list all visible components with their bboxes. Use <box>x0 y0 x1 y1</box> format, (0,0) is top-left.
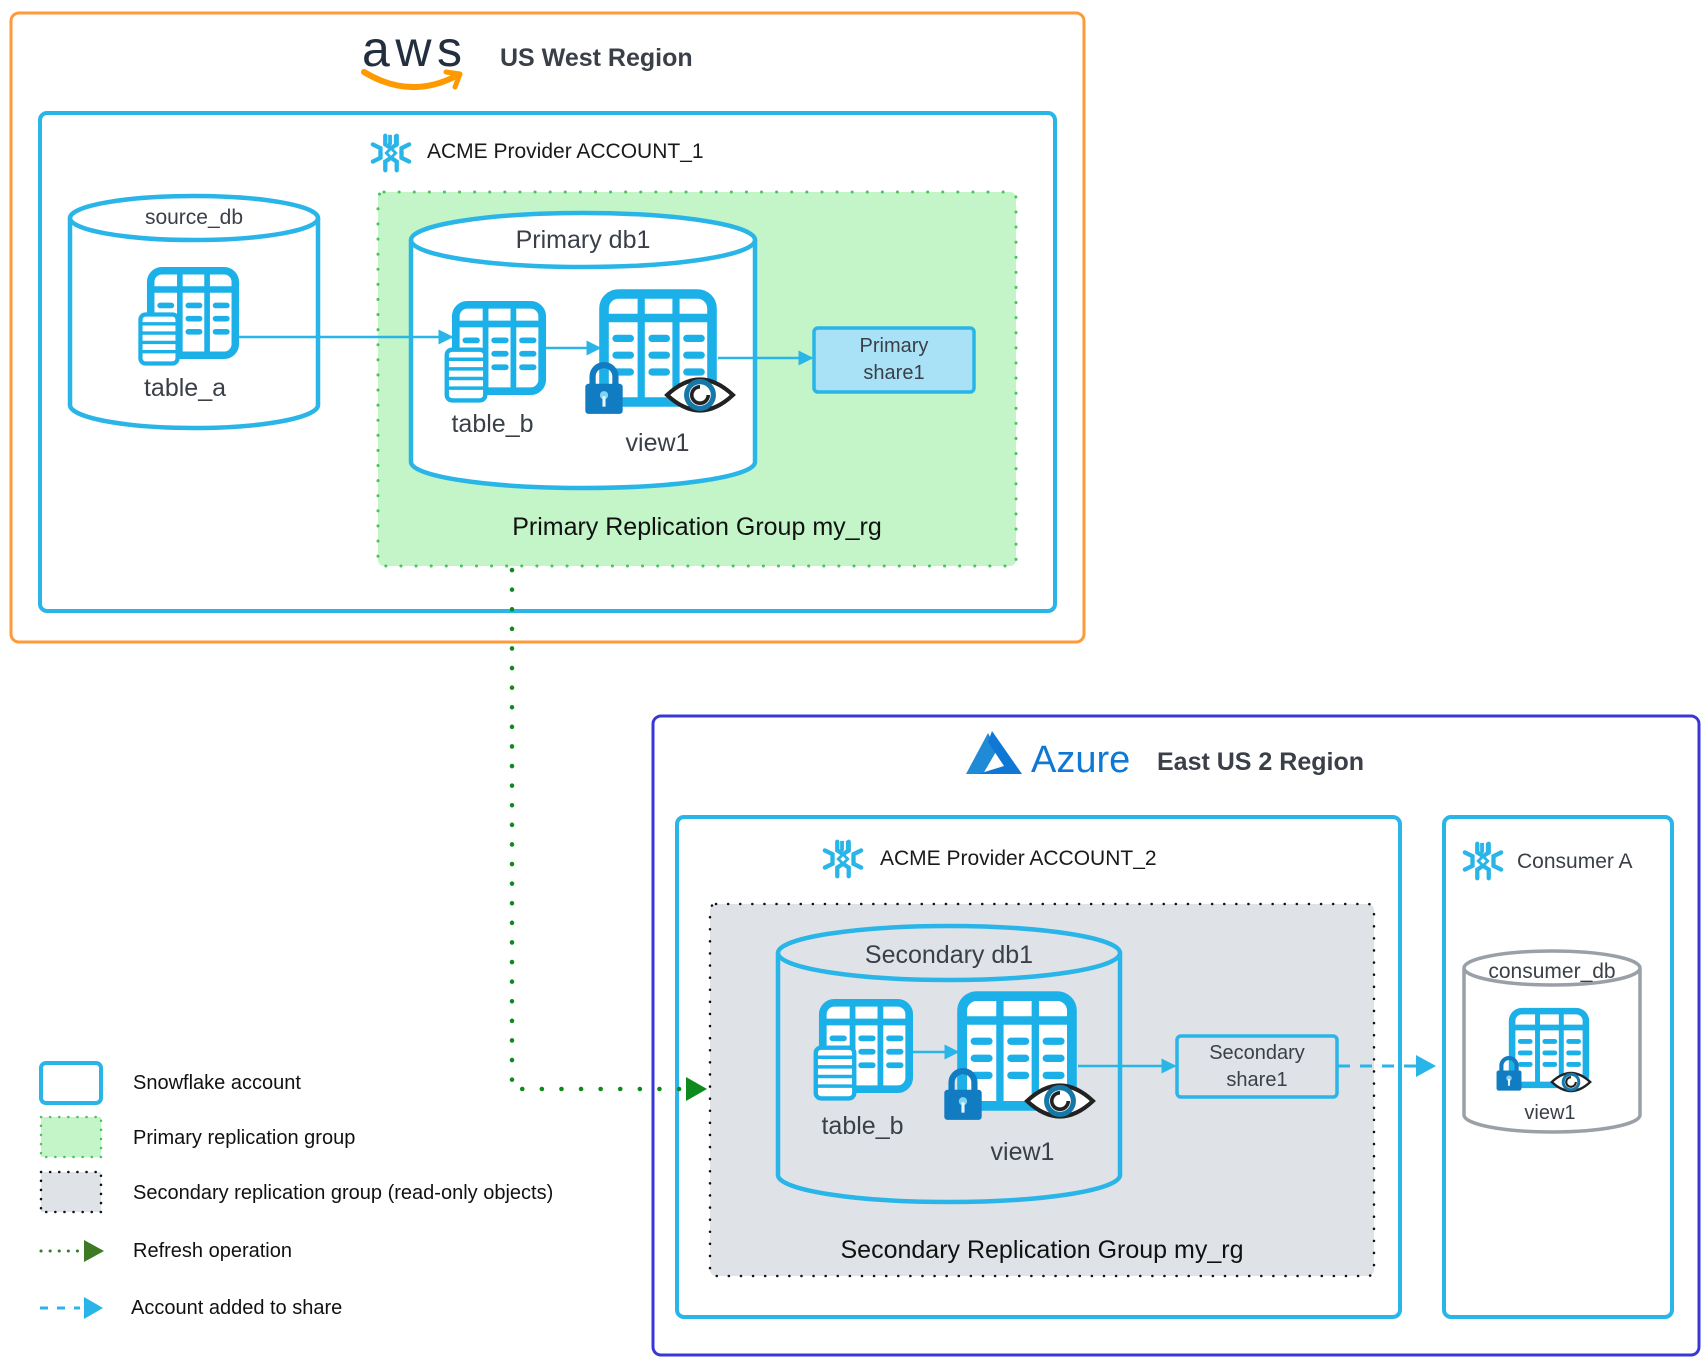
azure-region-box <box>651 714 1701 1357</box>
aws-region-box <box>9 11 1086 644</box>
account-added-to-share-arrow <box>1338 1055 1436 1077</box>
secondary-db1-title: Secondary db1 <box>864 941 1034 969</box>
primary-share-line1: Primary <box>859 335 929 357</box>
legend-refresh-symbol <box>39 1240 104 1262</box>
source-db-cylinder <box>67 193 321 431</box>
legend-snowflake-account-symbol <box>39 1061 103 1105</box>
snowflake-icon <box>373 135 409 170</box>
legend-primary-group-label: Primary replication group <box>133 1127 356 1149</box>
secondary-share-label: Secondary share1 <box>1177 1040 1337 1094</box>
table-a-label: table_a <box>143 374 227 402</box>
primary-share-label: Primary share1 <box>814 333 974 387</box>
secondary-share-line1: Secondary <box>1209 1042 1305 1064</box>
secondary-share-box[interactable] <box>1175 1034 1339 1099</box>
view1-label: view1 <box>990 1138 1055 1166</box>
legend-secondary-group-symbol <box>39 1170 103 1214</box>
consumer-title: Consumer A <box>1517 850 1633 873</box>
legend-share-symbol <box>40 1297 103 1319</box>
legend-symbols <box>39 1061 104 1319</box>
snowflake-icon <box>825 841 861 876</box>
primary-db1-title: Primary db1 <box>515 226 651 254</box>
stacked-table-icon <box>447 350 486 401</box>
aws-region-title: US West Region <box>500 44 693 72</box>
consumer-view1-label: view1 <box>1524 1102 1576 1124</box>
consumer-db-title: consumer_db <box>1488 960 1616 983</box>
account-1-title: ACME Provider ACCOUNT_1 <box>427 140 704 163</box>
table-b-label: table_b <box>821 1112 904 1140</box>
primary-share-box[interactable] <box>812 326 976 394</box>
legend-snowflake-account-label: Snowflake account <box>133 1072 301 1094</box>
stacked-table-icon <box>816 1048 855 1099</box>
azure-logo: Azure <box>966 731 1130 781</box>
view1-label: view1 <box>625 429 690 457</box>
table-b-label: table_b <box>451 410 534 438</box>
account-2-title: ACME Provider ACCOUNT_2 <box>880 847 1157 870</box>
primary-share-line2: share1 <box>863 362 925 384</box>
svg-text:Azure: Azure <box>1031 739 1130 781</box>
legend-share-label: Account added to share <box>131 1297 343 1319</box>
source-db-title: source_db <box>144 206 244 229</box>
consumer-account-box <box>1442 815 1674 1319</box>
snowflake-account-1-box <box>38 111 1057 613</box>
svg-text:aws: aws <box>362 21 462 77</box>
secondary-group-label: Secondary Replication Group my_rg <box>840 1236 1244 1264</box>
primary-group-label: Primary Replication Group my_rg <box>512 513 882 541</box>
legend-primary-group-symbol <box>39 1115 103 1159</box>
legend-secondary-group-label: Secondary replication group (read-only o… <box>133 1182 554 1204</box>
azure-region-title: East US 2 Region <box>1157 748 1364 776</box>
legend-refresh-label: Refresh operation <box>133 1240 292 1262</box>
snowflake-account-2-box <box>675 815 1402 1319</box>
secondary-share-line2: share1 <box>1226 1069 1288 1091</box>
aws-logo: aws <box>361 21 463 91</box>
snowflake-icon <box>1465 843 1501 878</box>
stacked-table-icon <box>140 315 177 364</box>
refresh-operation-arrow <box>509 567 707 1101</box>
